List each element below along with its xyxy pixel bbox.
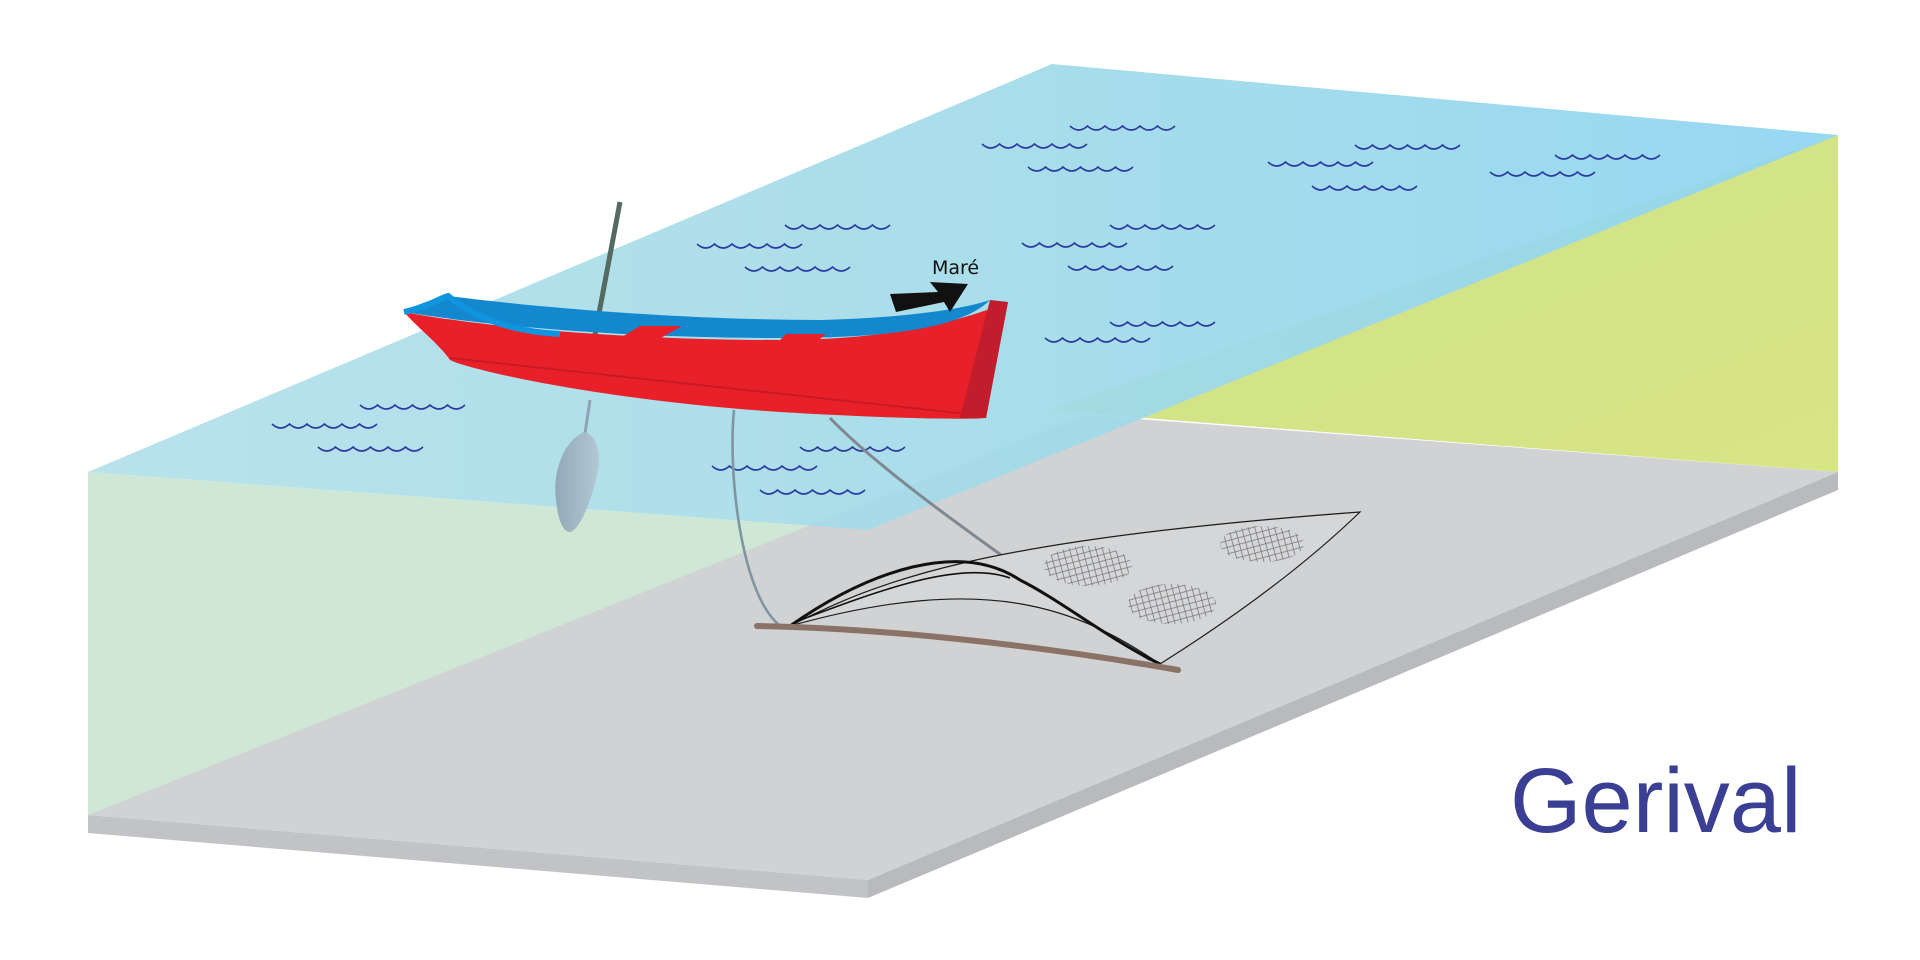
net-mesh-patch <box>1220 526 1304 562</box>
net-mesh-patch <box>1044 546 1132 586</box>
wave-line <box>1489 170 1596 177</box>
boat-stern-shade <box>960 300 1008 418</box>
tide-arrow-icon <box>890 282 968 312</box>
wave-line <box>317 445 424 452</box>
wave-line <box>799 445 906 452</box>
wave-line <box>1067 264 1174 271</box>
water-surface <box>88 64 1838 530</box>
wave-line <box>1109 223 1216 230</box>
floor-left-edge <box>88 815 868 898</box>
tide-label: Maré <box>932 257 979 279</box>
waves <box>271 124 1661 495</box>
wave-line <box>1554 153 1661 160</box>
net-mid-rope <box>794 571 1011 623</box>
boat-inside <box>404 296 990 338</box>
wave-line <box>744 265 851 272</box>
wave-line <box>1069 124 1176 131</box>
water-left-side <box>88 472 868 815</box>
wave-line <box>1354 143 1461 150</box>
floor-right-edge <box>868 472 1838 898</box>
boat-seat <box>752 334 826 368</box>
wave-line <box>711 464 818 471</box>
trawl-beam <box>754 623 1181 673</box>
wave-line <box>1027 165 1134 172</box>
sea-floor <box>88 415 1838 880</box>
wave-line <box>1109 320 1216 327</box>
net-upper-rope <box>789 560 1161 666</box>
wave-line <box>359 403 466 410</box>
wave-line <box>271 422 378 429</box>
net-mesh-patch <box>1128 584 1216 624</box>
buoy <box>555 432 599 532</box>
boat-seat <box>584 326 682 360</box>
wave-line <box>784 223 891 230</box>
boat-rim <box>403 292 561 337</box>
wave-line <box>696 242 803 249</box>
wave-line <box>1021 241 1128 248</box>
boat <box>403 292 1008 419</box>
fishing-net <box>789 511 1362 666</box>
wave-line <box>1044 336 1151 343</box>
wave-line <box>759 488 866 495</box>
wave-line <box>981 142 1088 149</box>
boat-gunwale <box>449 357 987 417</box>
water-back-side <box>1050 135 1838 472</box>
diagram-title: Gerival <box>1510 750 1801 852</box>
net-body <box>789 511 1362 665</box>
rope-left <box>731 409 779 625</box>
wave-line <box>1311 184 1418 191</box>
wave-line <box>1267 160 1374 167</box>
